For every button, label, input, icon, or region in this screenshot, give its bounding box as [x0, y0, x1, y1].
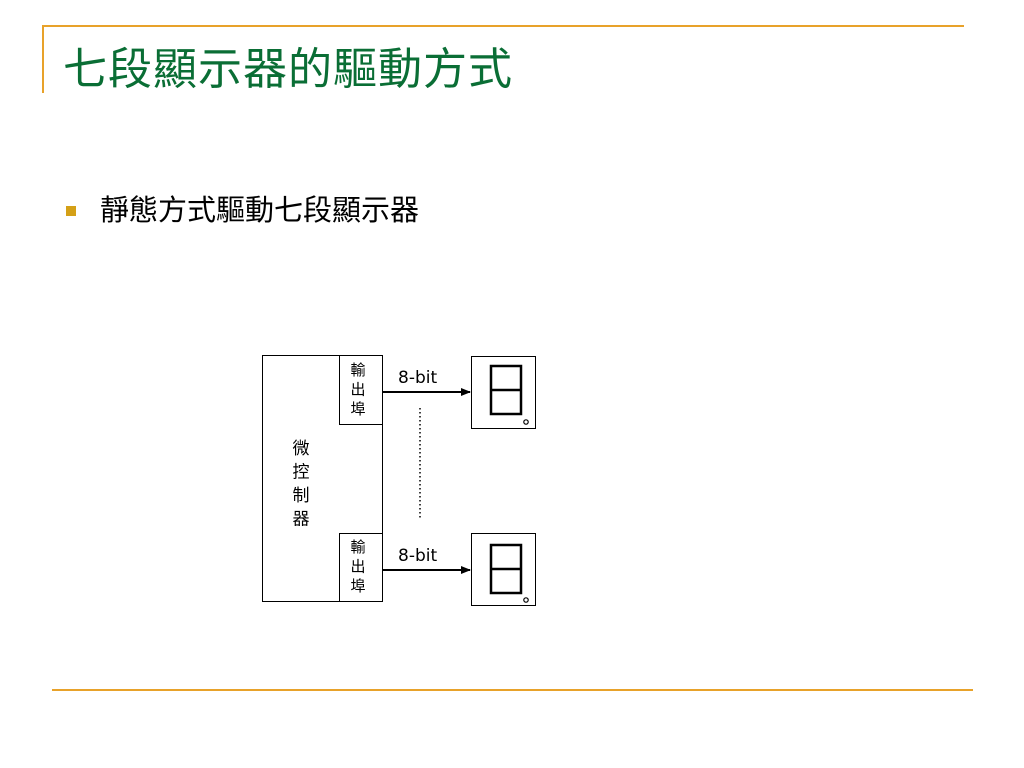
- left-accent-line: [42, 25, 44, 93]
- bullet-text: 靜態方式驅動七段顯示器: [100, 193, 420, 227]
- output-port-label: 輸出埠: [350, 538, 365, 595]
- top-accent-line: [42, 25, 964, 27]
- output-port-box: [339, 533, 383, 602]
- bullet-marker: [66, 206, 76, 216]
- bottom-accent-line: [52, 689, 973, 691]
- microcontroller-label: 微控制器: [293, 439, 310, 530]
- output-port-box: [339, 355, 383, 425]
- signal-width-label: 8-bit: [398, 546, 437, 566]
- microcontroller-box: [262, 355, 383, 602]
- output-port-label: 輸出埠: [350, 361, 365, 418]
- slide-title: 七段顯示器的驅動方式: [63, 44, 513, 95]
- signal-width-label: 8-bit: [398, 368, 437, 388]
- seven-segment-display-icon: [471, 533, 536, 606]
- seven-segment-display-icon: [471, 356, 536, 429]
